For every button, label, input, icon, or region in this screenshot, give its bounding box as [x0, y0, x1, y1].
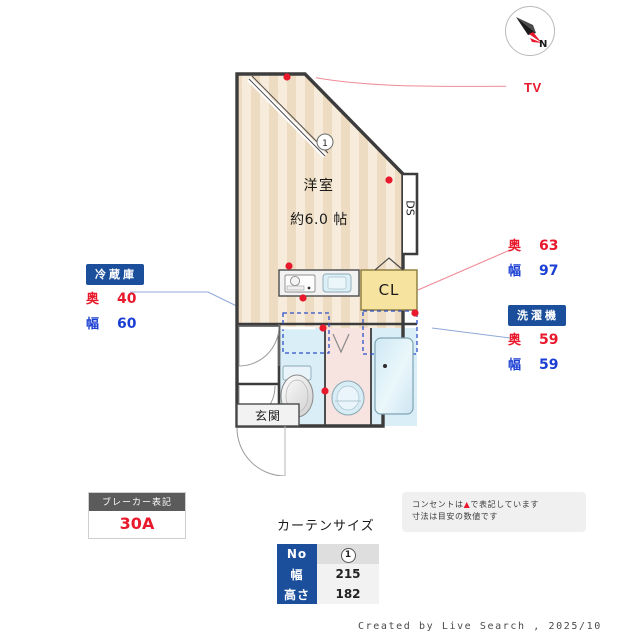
- room-label-main: 洋室: [304, 177, 335, 194]
- footer-credit: Created by Live Search , 2025/10: [358, 621, 602, 632]
- window-marker-1: 1: [316, 133, 334, 151]
- closet-width-row: 幅 97: [508, 260, 558, 282]
- compass-needle: [516, 17, 542, 43]
- door-room-swing: [238, 324, 280, 367]
- table-row: 高さ 182: [277, 584, 379, 604]
- table-row: No 1: [277, 544, 379, 564]
- refrigerator-width-key: 幅: [86, 316, 100, 332]
- legend-note: コンセントは▲で表記しています 寸法は目安の数値です: [402, 492, 586, 532]
- compass-north-letter: N: [539, 39, 547, 50]
- note-line-1-pre: コンセントは: [412, 500, 464, 509]
- spec-refrigerator: 冷蔵庫 奥 40 幅 60: [86, 264, 144, 334]
- curtain-width-header: 幅: [277, 564, 317, 584]
- closet-width-value: 97: [539, 262, 559, 279]
- window-marker-label: 1: [322, 139, 328, 149]
- refrigerator-width-value: 60: [117, 315, 137, 332]
- washing-machine-width-value: 59: [539, 356, 559, 373]
- breaker-caption: ブレーカー表記: [89, 493, 185, 511]
- refrigerator-depth-row: 奥 40: [86, 288, 144, 310]
- compass: N: [505, 6, 555, 56]
- curtain-size-table: No 1 幅 215 高さ 182: [277, 544, 379, 604]
- closet-depth-key: 奥: [508, 239, 522, 254]
- refrigerator-zone: [282, 312, 330, 354]
- refrigerator-width-row: 幅 60: [86, 313, 144, 335]
- curtain-height-value: 182: [317, 584, 379, 604]
- curtain-size-title: カーテンサイズ: [277, 519, 375, 534]
- outlet-triangle-icon: ▲: [463, 500, 471, 509]
- refrigerator-depth-value: 40: [117, 291, 137, 307]
- entrance-door-swing: [236, 426, 286, 476]
- room-area-main: 約6.0 帖: [290, 212, 348, 228]
- breaker-box: ブレーカー表記 30A: [88, 492, 186, 539]
- table-row: 幅 215: [277, 564, 379, 584]
- washing-machine-depth-key: 奥: [508, 333, 522, 348]
- genkan-area: 玄関: [236, 403, 300, 427]
- closet-width-key: 幅: [508, 263, 522, 279]
- note-line-1-post: で表記しています: [470, 500, 539, 509]
- genkan-label: 玄関: [255, 408, 281, 423]
- refrigerator-depth-key: 奥: [86, 292, 100, 307]
- washing-machine-width-row: 幅 59: [508, 354, 566, 376]
- curtain-no-value: 1: [317, 544, 379, 564]
- outlet-markers: [283, 73, 419, 395]
- spec-washing-machine: 洗濯機 奥 59 幅 59: [508, 305, 566, 375]
- note-line-1: コンセントは▲で表記しています: [412, 499, 578, 511]
- washing-machine-depth-row: 奥 59: [508, 329, 566, 351]
- closet-depth-value: 63: [539, 238, 559, 254]
- washing-machine-width-key: 幅: [508, 357, 522, 373]
- closet-label: CL: [379, 281, 400, 299]
- floor-plan: 1 洋室 約6.0 帖 DS CL: [235, 72, 419, 476]
- window-number-badge: 1: [340, 547, 356, 563]
- washbasin-fixture: [331, 333, 365, 416]
- curtain-no-header: No: [277, 544, 317, 564]
- bathtub-fixture: [374, 337, 414, 415]
- breaker-value: 30A: [119, 514, 155, 533]
- kitchen-counter: [278, 269, 360, 297]
- spec-closet: 奥 63 幅 97: [508, 232, 558, 281]
- curtain-width-value: 215: [317, 564, 379, 584]
- curtain-height-header: 高さ: [277, 584, 317, 604]
- closet-depth-row: 奥 63: [508, 235, 558, 257]
- closet-cl: CL: [360, 257, 418, 311]
- tv-label: TV: [524, 80, 542, 95]
- note-line-2: 寸法は目安の数値です: [412, 512, 498, 522]
- refrigerator-caption: 冷蔵庫: [86, 264, 144, 285]
- washing-machine-caption: 洗濯機: [508, 305, 566, 326]
- washing-machine-depth-value: 59: [539, 332, 559, 348]
- ds-label: DS: [404, 200, 417, 215]
